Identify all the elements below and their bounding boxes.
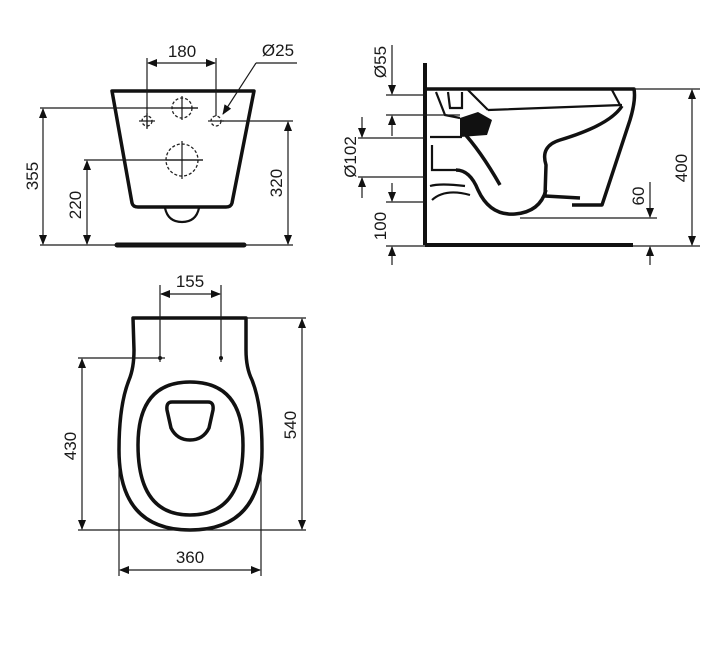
dim-length: 540 — [281, 411, 300, 439]
dim-bowl-bottom: 60 — [629, 187, 648, 206]
dim-bolt-diameter: Ø25 — [262, 41, 294, 60]
front-body-outline — [110, 89, 256, 209]
seat-opening — [136, 380, 245, 517]
dim-fixing-spacing: 155 — [176, 272, 204, 291]
outlet-pipe — [429, 135, 471, 201]
dim-inlet-diameter: Ø55 — [371, 46, 390, 78]
front-view: 180 Ø25 355 220 320 — [23, 41, 297, 248]
dim-width: 360 — [176, 548, 204, 567]
dim-overall-height: 355 — [23, 162, 42, 190]
top-view: 155 430 540 360 — [61, 272, 306, 576]
dim-outlet-diameter: Ø102 — [341, 136, 360, 178]
inlet-block — [460, 112, 492, 137]
seat-cutout — [165, 400, 215, 442]
front-bottom-bump — [163, 207, 201, 224]
dim-bolt-spacing: 180 — [168, 42, 196, 61]
bolt-hole-right — [208, 115, 224, 127]
dim-fixing-to-front: 430 — [61, 432, 80, 460]
inlet-pipe — [434, 91, 464, 120]
dim-bolt-height: 320 — [267, 169, 286, 197]
dim-outlet-bottom: 100 — [371, 212, 390, 240]
side-view: Ø55 Ø102 100 60 400 — [341, 45, 700, 265]
bowl-rim — [467, 89, 623, 112]
dim-outlet-height: 220 — [66, 191, 85, 219]
dim-total-height: 400 — [672, 154, 691, 182]
trap-outline — [455, 129, 548, 216]
bowl-inner — [542, 104, 624, 200]
